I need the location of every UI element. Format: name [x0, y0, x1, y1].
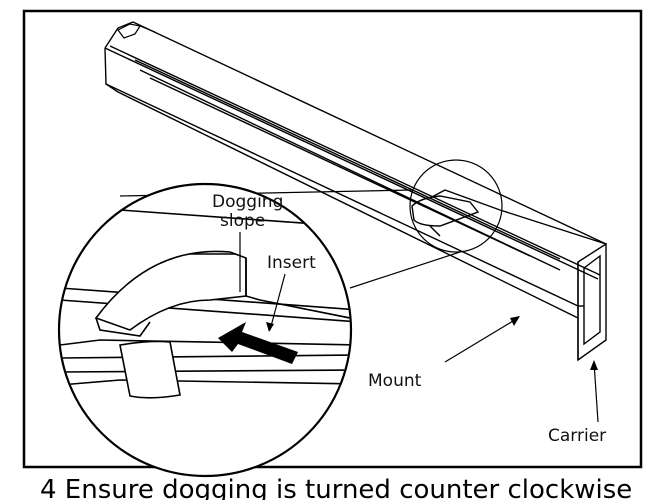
label-insert: Insert: [267, 253, 316, 273]
label-mount: Mount: [368, 371, 422, 391]
carrier-leader: [593, 361, 599, 423]
caption: 4 Ensure dogging is turned counter clock…: [40, 475, 633, 500]
insert-leader: [269, 273, 286, 331]
end-cap: [117, 23, 156, 39]
mount-leader: [444, 317, 519, 363]
detail-callout-circle: [409, 159, 503, 253]
callout-leader-bottom: [349, 251, 461, 289]
label-dogging-slope-line2: slope: [220, 211, 265, 231]
label-carrier: Carrier: [548, 426, 606, 446]
insert-direction-arrow: [218, 322, 298, 364]
diagram-border: [22, 9, 643, 469]
label-dogging-slope-line1: Dogging: [212, 192, 283, 212]
magnified-detail: [57, 182, 353, 478]
